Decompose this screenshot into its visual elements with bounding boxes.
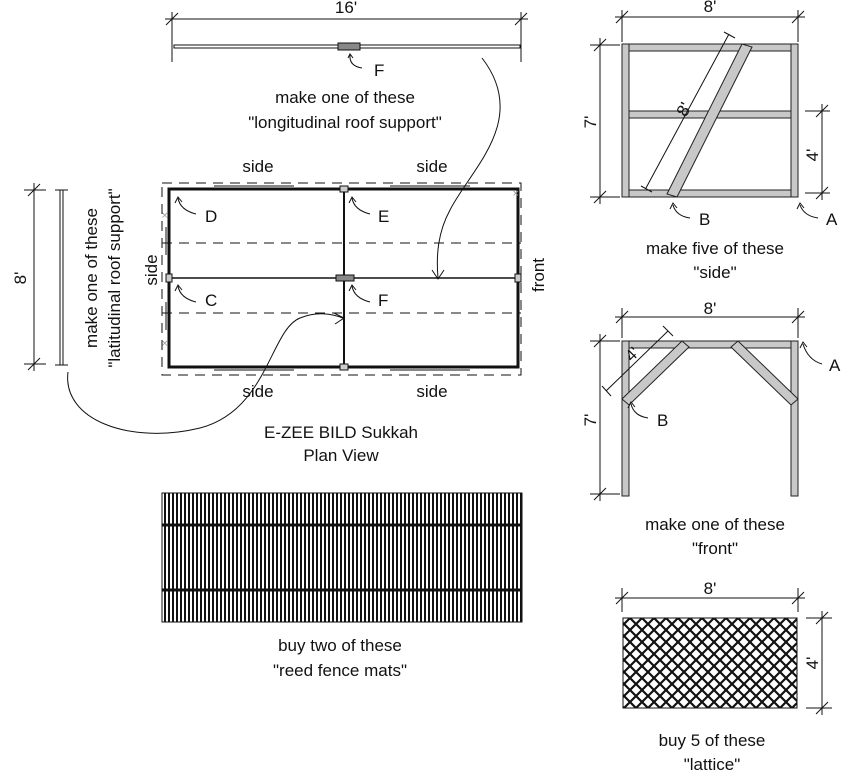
lattice-caption-2: "lattice" xyxy=(684,755,740,774)
front-part-b: B xyxy=(657,411,668,430)
front-right-brace xyxy=(730,340,799,406)
longitudinal-caption-2: "longitudinal roof support" xyxy=(248,113,442,132)
side-caption-1: make five of these xyxy=(646,239,784,258)
plan-title-2: Plan View xyxy=(303,446,379,465)
side-part-a: A xyxy=(826,210,838,229)
side-width-dim: 8' xyxy=(704,0,717,16)
lattice-caption-1: buy 5 of these xyxy=(659,731,766,750)
latitudinal-pointer-curve xyxy=(67,313,344,434)
longitudinal-roof-support: 16' F make one of these "longitudinal ro… xyxy=(165,0,528,280)
plan-part-d: D xyxy=(205,207,217,226)
longitudinal-dimension: 16' xyxy=(335,0,357,17)
latitudinal-roof-support: 8' make one of these "latitudinal roof s… xyxy=(11,183,345,434)
longitudinal-caption-1: make one of these xyxy=(275,88,415,107)
plan-front: front xyxy=(529,258,548,292)
latitudinal-dimension: 8' xyxy=(11,272,30,285)
roof-outline-dashed xyxy=(161,182,522,376)
side-part-b: B xyxy=(699,210,710,229)
plan-side-top-right: side xyxy=(416,157,447,176)
lattice: 8' 4' buy 5 of these "lattice" xyxy=(615,579,832,774)
plan-title-1: E-ZEE BILD Sukkah xyxy=(264,423,418,442)
lattice-image xyxy=(623,618,797,708)
lattice-width-dim: 8' xyxy=(704,579,717,598)
plan-part-c: C xyxy=(205,291,217,310)
svg-text:×: × xyxy=(512,189,520,199)
reed-mat-image xyxy=(161,492,523,623)
side-height-dim: 7' xyxy=(581,116,600,129)
plan-part-e: E xyxy=(378,207,389,226)
plan-side-bottom-left: side xyxy=(242,382,273,401)
plan-side-left: side xyxy=(142,254,161,285)
longitudinal-part-letter: F xyxy=(374,61,384,80)
side-panel: 8' 7' 4' 8' B A make five of these "side… xyxy=(581,0,838,282)
latitudinal-caption-1: make one of these xyxy=(82,208,101,348)
front-part-a: A xyxy=(829,356,841,375)
latitudinal-caption-2: "latitudinal roof support" xyxy=(105,188,124,367)
lattice-height-dim: 4' xyxy=(803,657,822,670)
plan-part-f: F xyxy=(378,291,388,310)
front-height-dim: 7' xyxy=(581,414,600,427)
longitudinal-splice-plate xyxy=(337,42,361,51)
svg-text:×: × xyxy=(161,211,169,221)
front-caption-2: "front" xyxy=(692,539,738,558)
reed-fence-mats: buy two of these "reed fence mats" xyxy=(161,492,523,680)
svg-text:×: × xyxy=(161,339,169,349)
plan-view: × × × side side side side side front D E… xyxy=(142,157,548,465)
front-caption-1: make one of these xyxy=(645,515,785,534)
reed-caption-2: "reed fence mats" xyxy=(273,661,407,680)
front-panel: 8' 7' 4' B A make one of these "front" xyxy=(581,299,841,558)
reed-caption-1: buy two of these xyxy=(278,636,402,655)
side-caption-2: "side" xyxy=(693,263,736,282)
plan-side-bottom-right: side xyxy=(416,382,447,401)
side-mid-dim: 4' xyxy=(803,149,822,162)
side-diagonal-brace xyxy=(666,43,753,198)
longitudinal-pointer-curve xyxy=(436,57,501,279)
plan-side-top-left: side xyxy=(242,157,273,176)
front-width-dim: 8' xyxy=(704,299,717,318)
latitudinal-beam xyxy=(59,189,64,366)
